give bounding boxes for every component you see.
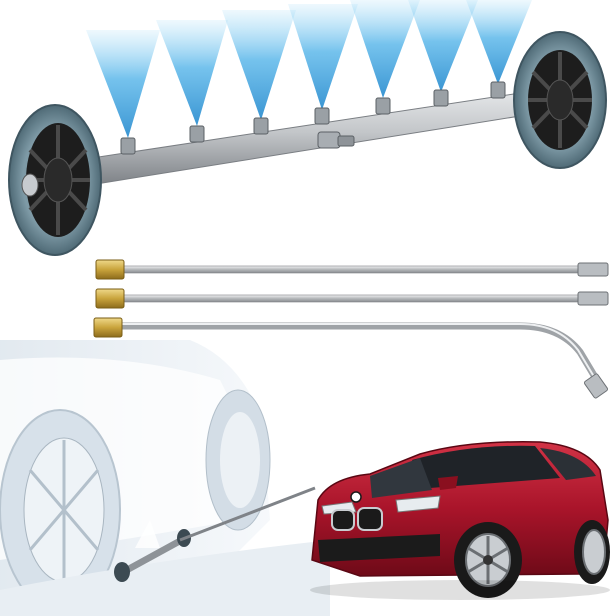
inlet-connector [317,131,355,149]
suv-front-wheel [454,522,522,598]
right-wheel [513,31,607,169]
extension-wand-straight-1 [95,259,609,280]
spray-plume [288,4,358,110]
nozzle [189,125,205,143]
spray-plume [350,0,420,98]
spray-plume [466,0,532,84]
steel-quick-plug [583,373,609,399]
brand-logo-icon [350,491,362,503]
brass-quick-connector [95,288,125,309]
steel-quick-plug [577,291,609,306]
spray-plume [86,30,160,138]
spray-plume [222,10,296,120]
spray-plume [408,0,478,92]
nozzle [120,137,136,155]
extension-wand-straight-2 [95,288,609,309]
brass-quick-connector [93,317,123,338]
nozzle [375,97,391,115]
spray-plume [156,20,228,126]
foamed-tire [0,409,121,611]
undercarriage-cleaner [8,0,607,256]
red-suv [310,441,610,600]
foam-car-scene [0,340,330,616]
cleaner-in-use [114,486,316,582]
nozzle [490,81,506,99]
nozzles [120,81,506,155]
steel-quick-plug [577,262,609,277]
spray-plumes [86,0,532,138]
foamed-tire [205,389,271,531]
nozzle [433,89,449,107]
headlight [395,495,441,513]
kidney-grille [331,507,383,531]
nozzle [314,107,330,125]
extension-wands [93,259,609,399]
extension-wand-curved [93,317,609,399]
nozzle [253,117,269,135]
suv-rear-wheel [574,520,610,584]
brass-quick-connector [95,259,125,280]
left-wheel [8,104,102,256]
